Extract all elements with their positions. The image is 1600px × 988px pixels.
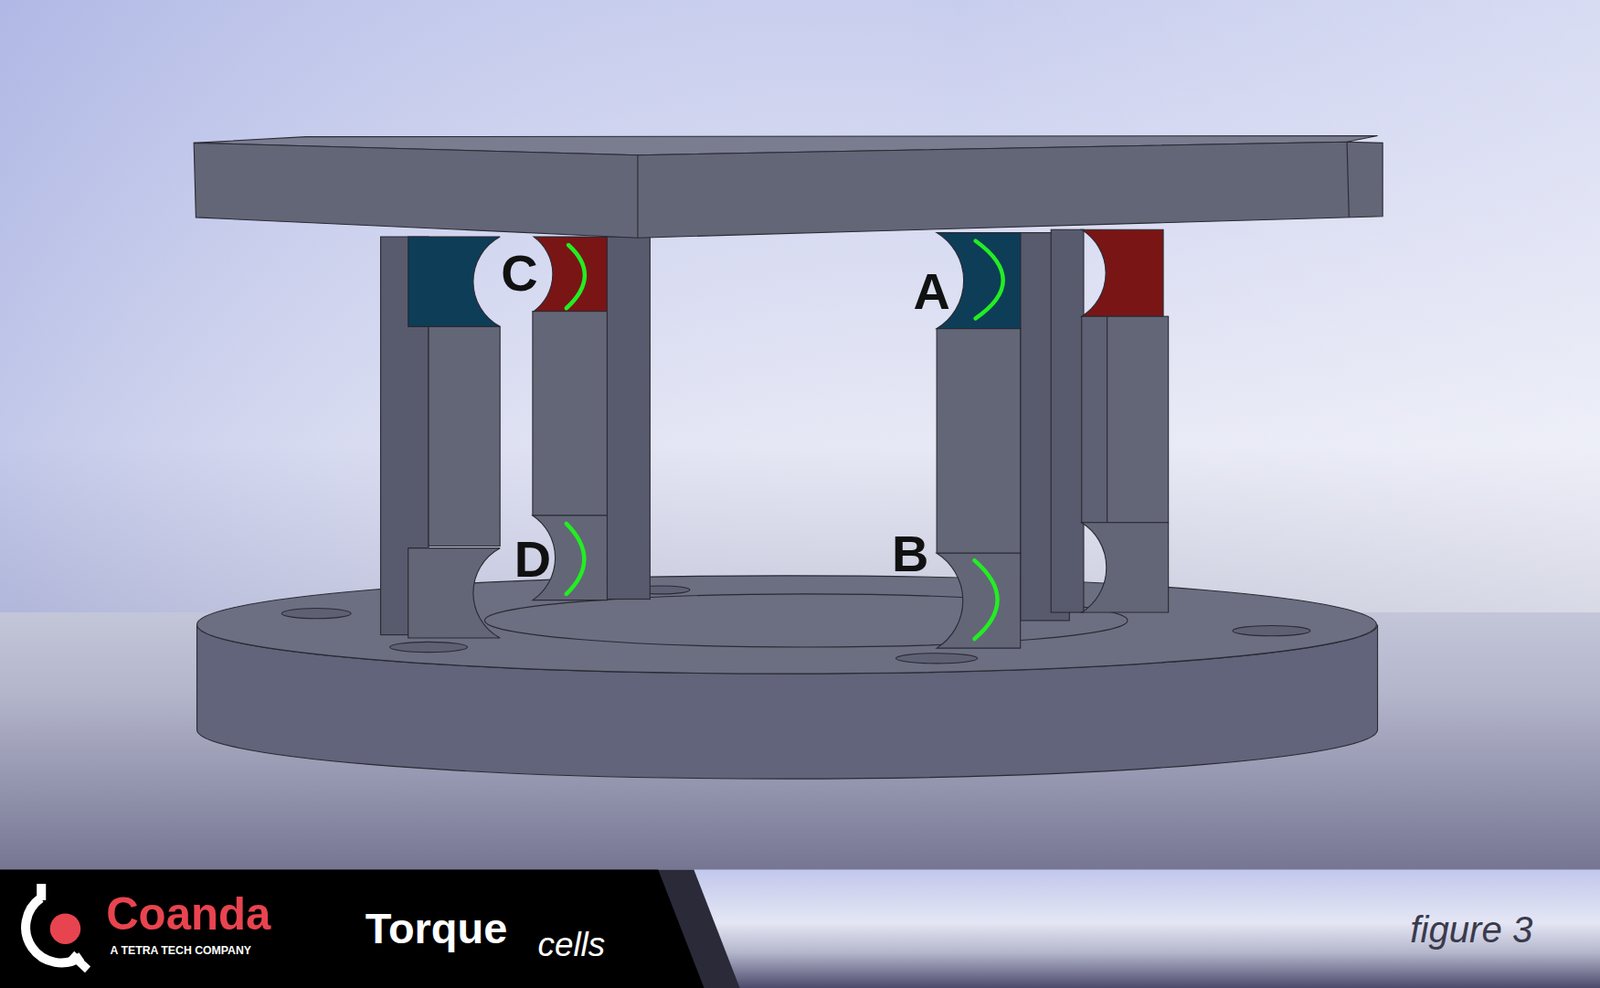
flexure-front bbox=[532, 311, 608, 516]
bolt-hole bbox=[281, 608, 351, 619]
top-plate-front bbox=[193, 141, 1383, 238]
flexure-block-blue bbox=[408, 236, 501, 327]
footer-ground bbox=[0, 868, 1600, 988]
logo-dot bbox=[50, 912, 82, 944]
bolt-hole bbox=[895, 653, 977, 664]
bolt-hole bbox=[1232, 625, 1311, 636]
gauge-arc bbox=[974, 560, 997, 639]
gauge-arc bbox=[566, 523, 585, 594]
logo-stem bbox=[36, 883, 46, 901]
footer-stripe bbox=[0, 868, 741, 988]
flexure-back bbox=[606, 236, 650, 599]
gauge-arc bbox=[975, 241, 1004, 319]
background-tint bbox=[0, 0, 1600, 613]
top-plate-edge bbox=[636, 155, 638, 238]
footer-black bbox=[0, 868, 705, 988]
figure-number: figure 3 bbox=[1409, 911, 1533, 948]
strain-gauges bbox=[566, 241, 1004, 640]
flexure-back bbox=[1050, 229, 1084, 613]
bolt-hole bbox=[390, 641, 468, 652]
top-plate-edge bbox=[1346, 141, 1349, 218]
flexure-block-red bbox=[533, 236, 607, 312]
callout-letter: D bbox=[514, 533, 551, 585]
gauge-arc bbox=[566, 244, 585, 308]
flexure-block bbox=[936, 552, 1021, 648]
callout-letter: A bbox=[912, 265, 950, 318]
flexure-columns bbox=[381, 229, 1169, 648]
logo-tail bbox=[71, 953, 88, 970]
flexure-block-red bbox=[1081, 229, 1164, 317]
flexure-block bbox=[1081, 522, 1169, 613]
flexure-front bbox=[428, 326, 500, 546]
flexure-block bbox=[408, 548, 501, 638]
brand-tagline: A TETRA TECH COMPANY bbox=[110, 944, 252, 956]
flexure-front bbox=[936, 328, 1021, 554]
base-plate-top bbox=[197, 575, 1378, 674]
flexure-side bbox=[1081, 316, 1108, 523]
flexure-front bbox=[1107, 316, 1169, 523]
callout-letter: C bbox=[500, 247, 538, 299]
brand-name: Coanda bbox=[105, 891, 271, 937]
callout-letter: B bbox=[891, 528, 929, 580]
footer-bar bbox=[0, 868, 1600, 988]
product-title: Torque bbox=[365, 907, 508, 951]
product-subtitle: cells bbox=[538, 927, 606, 962]
base-plate bbox=[197, 575, 1378, 779]
top-plate bbox=[193, 136, 1383, 239]
